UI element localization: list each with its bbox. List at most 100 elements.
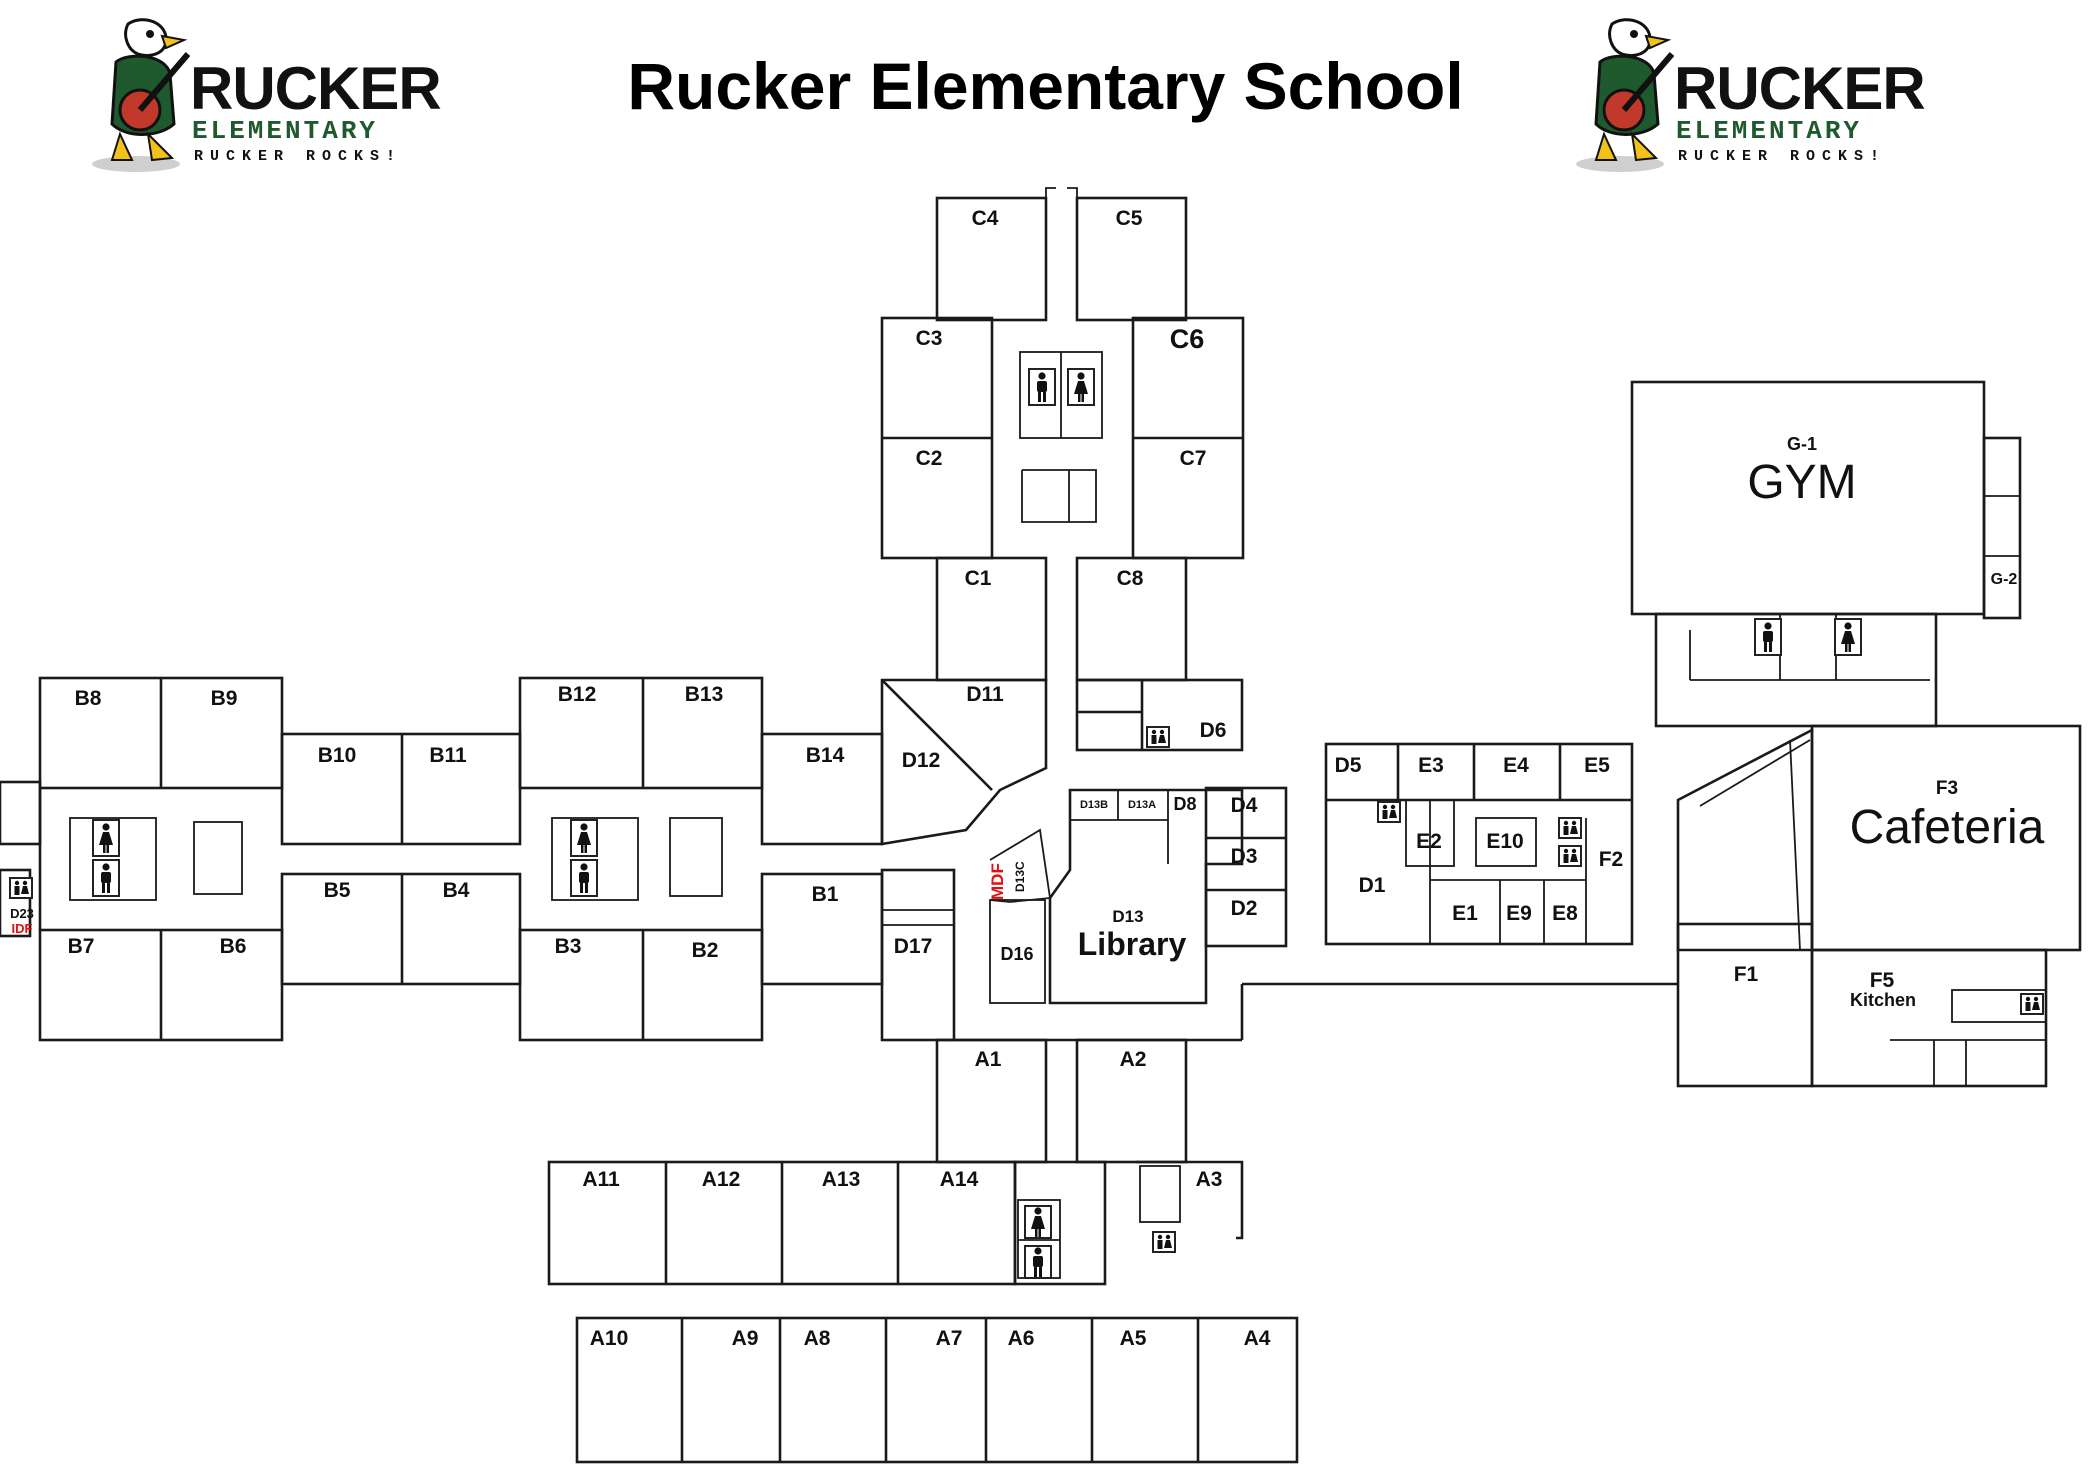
- page-title: Rucker Elementary School: [627, 49, 1464, 123]
- room-label-e4: E4: [1503, 754, 1529, 777]
- room-label-a6: A6: [1008, 1327, 1035, 1350]
- corridors: [954, 982, 1678, 1042]
- room-label-e8: E8: [1552, 902, 1578, 925]
- family-restroom-icon: [9, 877, 33, 899]
- room-label-kitchen: Kitchen: [1850, 990, 1916, 1010]
- eagle-mascot-icon: [92, 18, 191, 172]
- room-label-a7: A7: [936, 1327, 963, 1350]
- room-label-a12: A12: [702, 1168, 741, 1191]
- logo-subtitle: ELEMENTARY: [1676, 116, 1863, 146]
- room-label-d1: D1: [1359, 874, 1386, 897]
- room-label-a9: A9: [732, 1327, 759, 1350]
- family-restroom-icon: [1558, 845, 1582, 867]
- gym-block: [1630, 380, 2022, 728]
- eagle-mascot-icon: [1576, 18, 1675, 172]
- room-label-c8: C8: [1117, 567, 1144, 590]
- room-label-d13b: D13B: [1080, 799, 1108, 811]
- female-restroom-icon: [1067, 368, 1095, 406]
- family-restroom-icon: [1377, 801, 1401, 823]
- room-label-b10: B10: [318, 744, 357, 767]
- room-label-a13: A13: [822, 1168, 861, 1191]
- room-label-e5: E5: [1584, 754, 1610, 777]
- room-label-d12: D12: [902, 749, 941, 772]
- c-wing: [880, 187, 1245, 682]
- female-restroom-icon: [570, 819, 598, 857]
- room-label-a10: A10: [590, 1327, 629, 1350]
- male-restroom-icon: [1024, 1245, 1052, 1279]
- room-label-f1: F1: [1734, 963, 1759, 986]
- room-label-c7: C7: [1180, 447, 1207, 470]
- room-label-d13c: D13C: [1013, 861, 1027, 892]
- room-label-c5: C5: [1116, 207, 1143, 230]
- male-restroom-icon: [1028, 368, 1056, 406]
- room-label-d17: D17: [894, 935, 933, 958]
- family-restroom-icon: [1558, 817, 1582, 839]
- female-restroom-icon: [1834, 618, 1862, 656]
- room-label-b4: B4: [443, 879, 470, 902]
- logo-slogan: RUCKER ROCKS!: [194, 148, 403, 165]
- a-wing: [547, 1038, 1299, 1464]
- school-logo-right: RUCKER ELEMENTARY RUCKER ROCKS!: [1572, 14, 1952, 174]
- room-label-b6: B6: [220, 935, 247, 958]
- room-label-b1: B1: [812, 883, 839, 906]
- room-label-d2: D2: [1231, 897, 1258, 920]
- female-restroom-icon: [92, 819, 120, 857]
- room-label-d6: D6: [1200, 719, 1227, 742]
- room-label-g1: G-1: [1787, 434, 1817, 454]
- b-wing: [0, 676, 884, 1042]
- room-label-idf: IDF: [12, 921, 33, 936]
- room-label-d4: D4: [1231, 794, 1258, 817]
- room-label-e1: E1: [1452, 902, 1478, 925]
- room-label-d13: D13: [1112, 907, 1143, 926]
- room-label-b5: B5: [324, 879, 351, 902]
- family-restroom-icon: [2020, 993, 2044, 1015]
- room-label-a2: A2: [1120, 1048, 1147, 1071]
- room-label-a3: A3: [1196, 1168, 1223, 1191]
- d-wing: [880, 678, 1288, 1042]
- family-restroom-icon: [1152, 1231, 1176, 1253]
- room-label-b9: B9: [211, 687, 238, 710]
- room-label-c1: C1: [965, 567, 992, 590]
- room-label-a4: A4: [1244, 1327, 1271, 1350]
- e-wing: [1324, 742, 1634, 946]
- school-logo-left: RUCKER ELEMENTARY RUCKER ROCKS!: [88, 14, 468, 174]
- room-label-f2: F2: [1599, 848, 1624, 871]
- male-restroom-icon: [1754, 618, 1782, 656]
- room-label-a1: A1: [975, 1048, 1002, 1071]
- room-label-c3: C3: [916, 327, 943, 350]
- room-label-d3: D3: [1231, 845, 1258, 868]
- cafeteria-block: [1676, 724, 2082, 1088]
- room-label-a14: A14: [940, 1168, 979, 1191]
- male-restroom-icon: [92, 859, 120, 897]
- room-label-b2: B2: [692, 939, 719, 962]
- room-label-b11: B11: [429, 744, 467, 767]
- room-label-b8: B8: [75, 687, 102, 710]
- female-restroom-icon: [1024, 1205, 1052, 1239]
- room-label-c6: C6: [1170, 324, 1205, 354]
- room-label-b7: B7: [68, 935, 95, 958]
- family-restroom-icon: [1146, 726, 1170, 748]
- room-label-a5: A5: [1120, 1327, 1147, 1350]
- room-label-cafeteria: Cafeteria: [1850, 801, 2045, 854]
- logo-subtitle: ELEMENTARY: [192, 116, 379, 146]
- room-label-e2: E2: [1416, 830, 1442, 853]
- logo-wordmark: RUCKER: [1674, 55, 1926, 122]
- room-label-d11: D11: [966, 683, 1004, 706]
- room-label-e10: E10: [1486, 830, 1523, 853]
- room-label-d5: D5: [1335, 754, 1362, 777]
- logo-slogan: RUCKER ROCKS!: [1678, 148, 1887, 165]
- room-label-gym: GYM: [1747, 456, 1856, 509]
- room-label-f5: F5: [1870, 969, 1895, 992]
- room-label-f3: F3: [1936, 778, 1958, 799]
- room-label-e3: E3: [1418, 754, 1444, 777]
- room-label-b3: B3: [555, 935, 582, 958]
- room-label-library: Library: [1078, 926, 1187, 962]
- room-label-a11: A11: [582, 1168, 620, 1191]
- room-label-a8: A8: [804, 1327, 831, 1350]
- room-label-c2: C2: [916, 447, 943, 470]
- room-label-b14: B14: [806, 744, 845, 767]
- mdf-label: MDF: [988, 863, 1007, 900]
- male-restroom-icon: [570, 859, 598, 897]
- room-label-b13: B13: [685, 683, 724, 706]
